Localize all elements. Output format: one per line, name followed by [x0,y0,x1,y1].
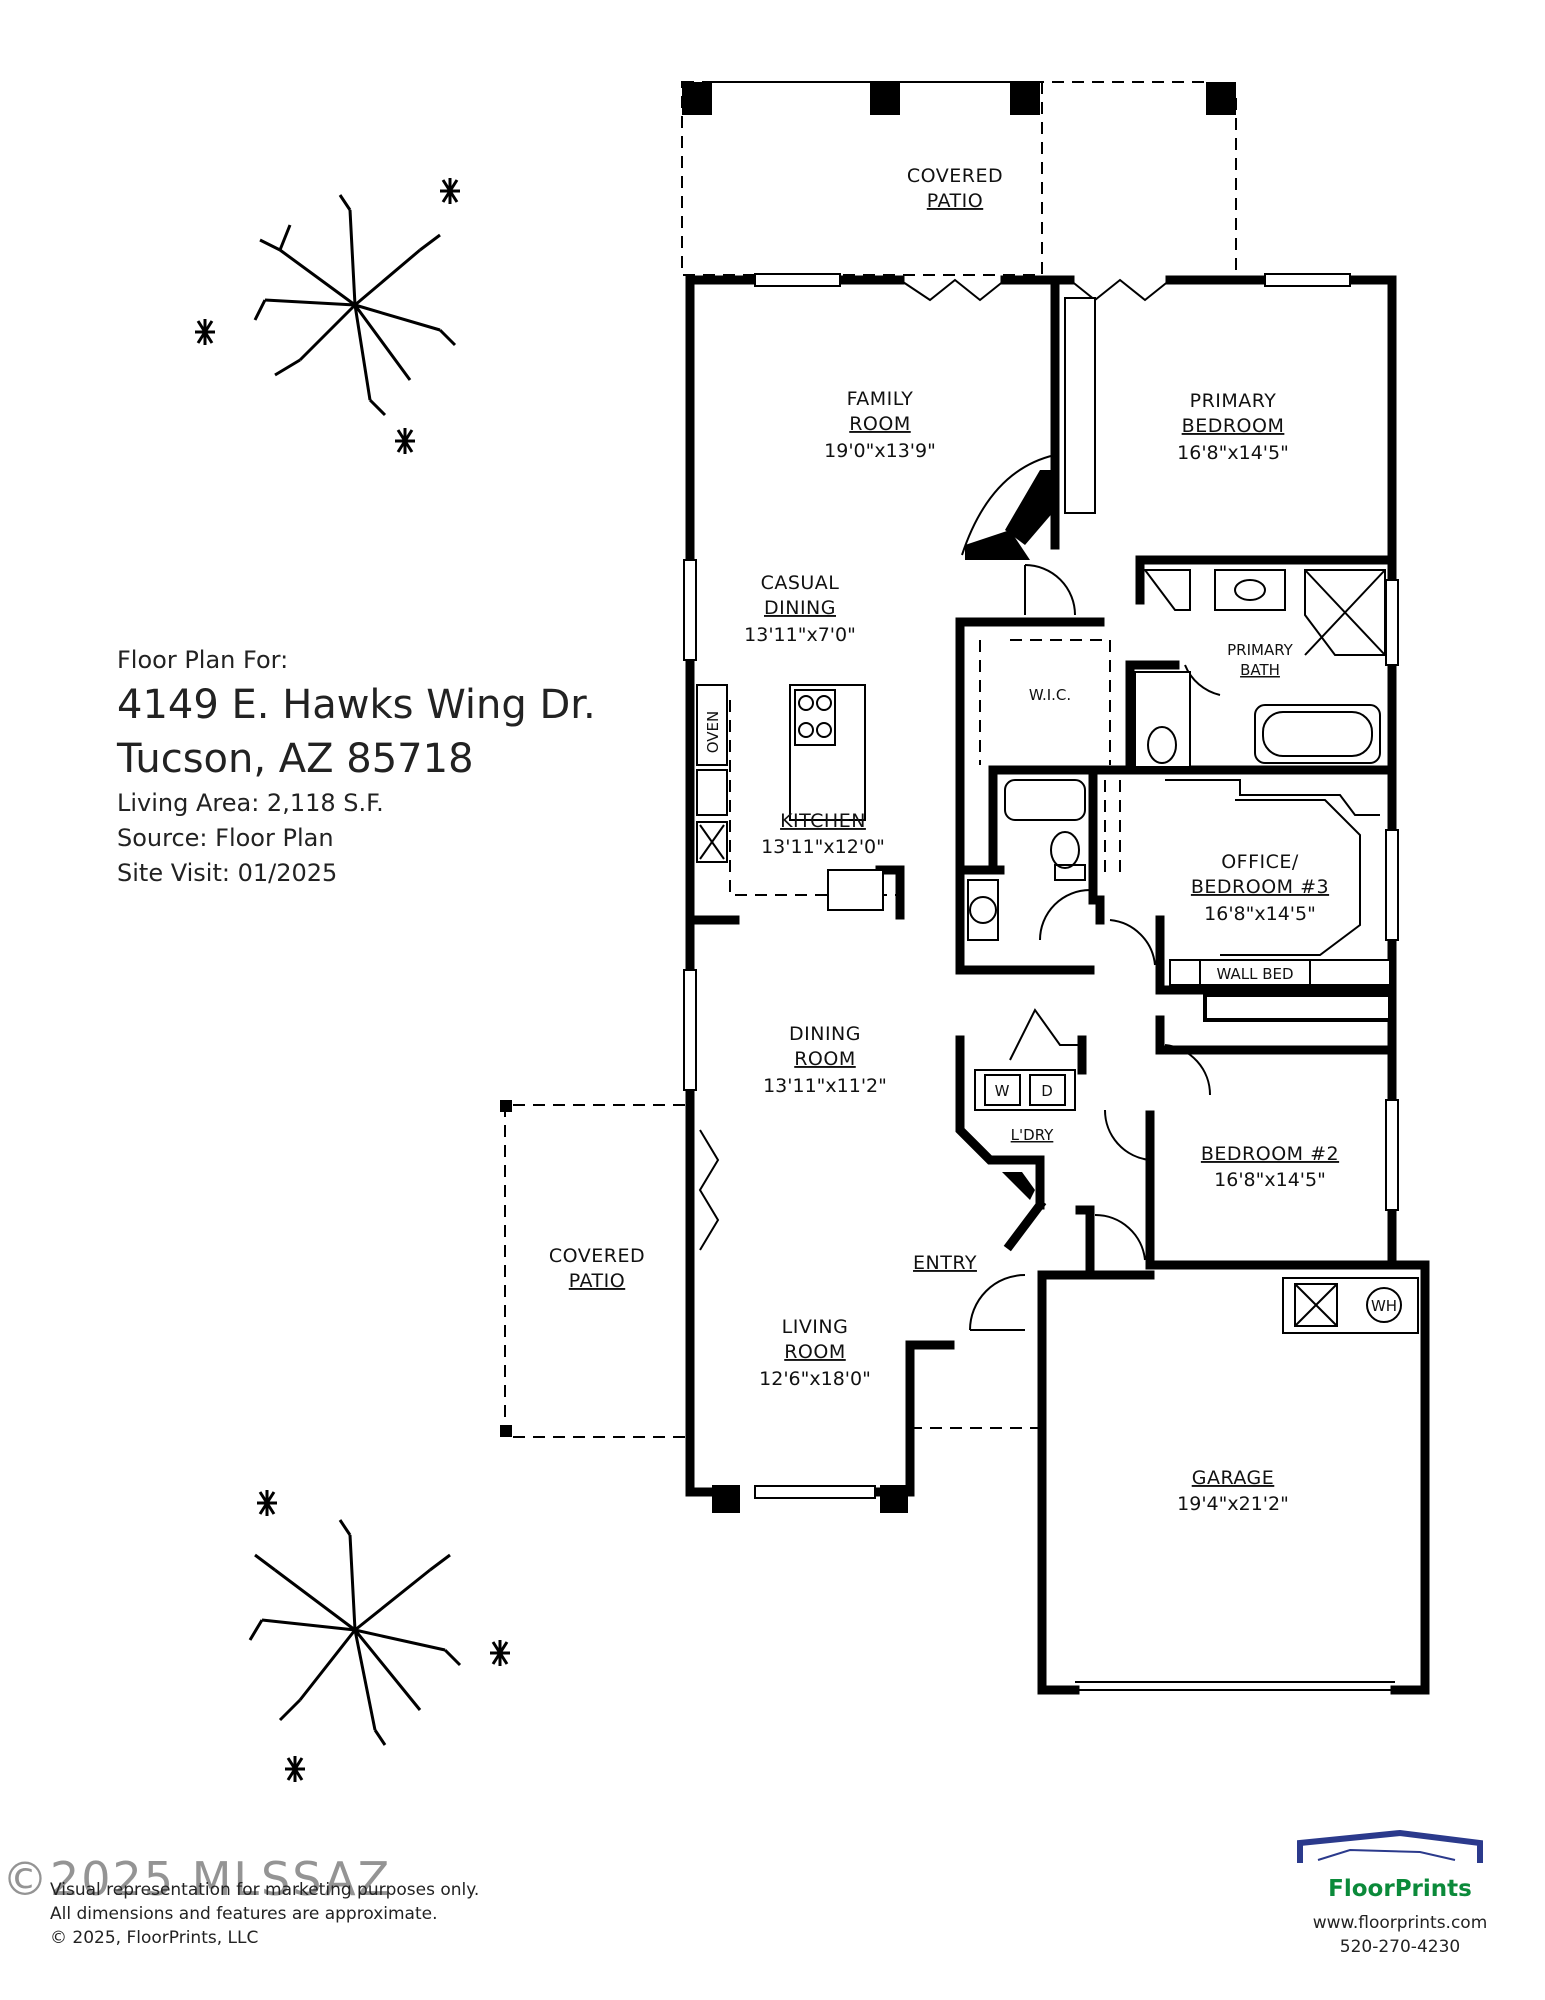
kitchen-fixtures [696,684,901,911]
living-room-label-1: LIVING [782,1316,849,1338]
office-dim: 16'8"x14'5" [1204,903,1316,925]
garage-fixtures [1282,1277,1419,1334]
dining-room-dim: 13'11"x11'2" [763,1075,887,1097]
source: Source: Floor Plan [117,824,334,852]
shrub-icon [195,178,510,1782]
hall-bath-fixtures [967,779,1121,941]
living-room-label-2: ROOM [784,1341,846,1363]
garage-label: GARAGE [1192,1467,1275,1489]
tree-icon [253,194,457,417]
garage-dim: 19'4"x21'2" [1177,1493,1289,1515]
bedroom2-label: BEDROOM #2 [1201,1143,1339,1165]
oven-label: OVEN [704,711,722,754]
disclaimer-line-2: All dimensions and features are approxim… [50,1904,438,1924]
property-info: Floor Plan For: 4149 E. Hawks Wing Dr. T… [117,643,596,891]
casual-dining-label-1: CASUAL [761,572,840,594]
family-room-dim: 19'0"x13'9" [824,440,936,462]
site-visit: Site Visit: 01/2025 [117,859,338,887]
phone-number: 520-270-4230 [1339,1937,1461,1957]
covered-patio-side [500,1100,1040,1438]
living-area: Living Area: 2,118 S.F. [117,789,384,817]
bedroom2-dim: 16'8"x14'5" [1214,1169,1326,1191]
family-room-label-1: FAMILY [847,388,914,410]
dryer-label: D [1041,1082,1053,1100]
primary-bath-label-2: BATH [1240,661,1280,679]
patio-top-label-2: PATIO [927,190,983,212]
primary-bath-fixtures [979,569,1386,768]
family-room-label-2: ROOM [849,413,911,435]
wall-bed-label: WALL BED [1216,965,1293,983]
door-swings [698,564,1221,1331]
patio-side-label-1: COVERED [549,1245,645,1267]
company-contact: www.floorprints.com 520-270-4230 [1290,1911,1510,1959]
patio-top-label-1: COVERED [907,165,1003,187]
primary-bath-label-1: PRIMARY [1227,641,1294,659]
kitchen-label: KITCHEN [780,810,866,832]
address-line-2: Tucson, AZ 85718 [117,736,474,782]
disclaimer-line-3: © 2025, FloorPrints, LLC [50,1928,259,1948]
brand-name: FloorPrints [1328,1876,1472,1902]
water-heater-label: WH [1371,1297,1397,1315]
floor-plan-intro: Floor Plan For: [117,646,289,674]
laundry-label: L'DRY [1011,1126,1054,1144]
website-link[interactable]: www.floorprints.com [1312,1913,1488,1933]
washer-label: W [995,1082,1010,1100]
watermark: ©2025 MLSSAZ [2,1852,392,1906]
exterior-walls [683,273,1430,1695]
kitchen-dim: 13'11"x12'0" [761,836,885,858]
casual-dining-label-2: DINING [764,597,836,619]
dining-room-label-2: ROOM [794,1048,856,1070]
primary-bedroom-label-1: PRIMARY [1190,390,1277,412]
tree-icon [248,1519,462,1746]
office-label-1: OFFICE/ [1221,851,1299,873]
disclaimer: Visual representation for marketing purp… [50,1878,479,1950]
disclaimer-line-1: Visual representation for marketing purp… [50,1880,480,1900]
office-fixtures [1165,779,1391,986]
address-line-1: 4149 E. Hawks Wing Dr. [117,682,596,728]
family-room-door [899,278,1171,302]
wic-label: W.I.C. [1029,686,1071,704]
living-room-dim: 12'6"x18'0" [759,1368,871,1390]
covered-patio-top [681,81,1237,276]
dining-room-label-1: DINING [789,1023,861,1045]
patio-side-label-2: PATIO [569,1270,625,1292]
floorprints-logo-icon [1297,1829,1483,1863]
casual-dining-dim: 13'11"x7'0" [744,624,856,646]
interior-walls [685,275,1397,1370]
entry-label: ENTRY [913,1252,977,1274]
primary-bedroom-label-2: BEDROOM [1182,415,1285,437]
office-label-2: BEDROOM #3 [1191,876,1329,898]
primary-bedroom-dim: 16'8"x14'5" [1177,442,1289,464]
laundry-fixtures [974,1069,1076,1200]
